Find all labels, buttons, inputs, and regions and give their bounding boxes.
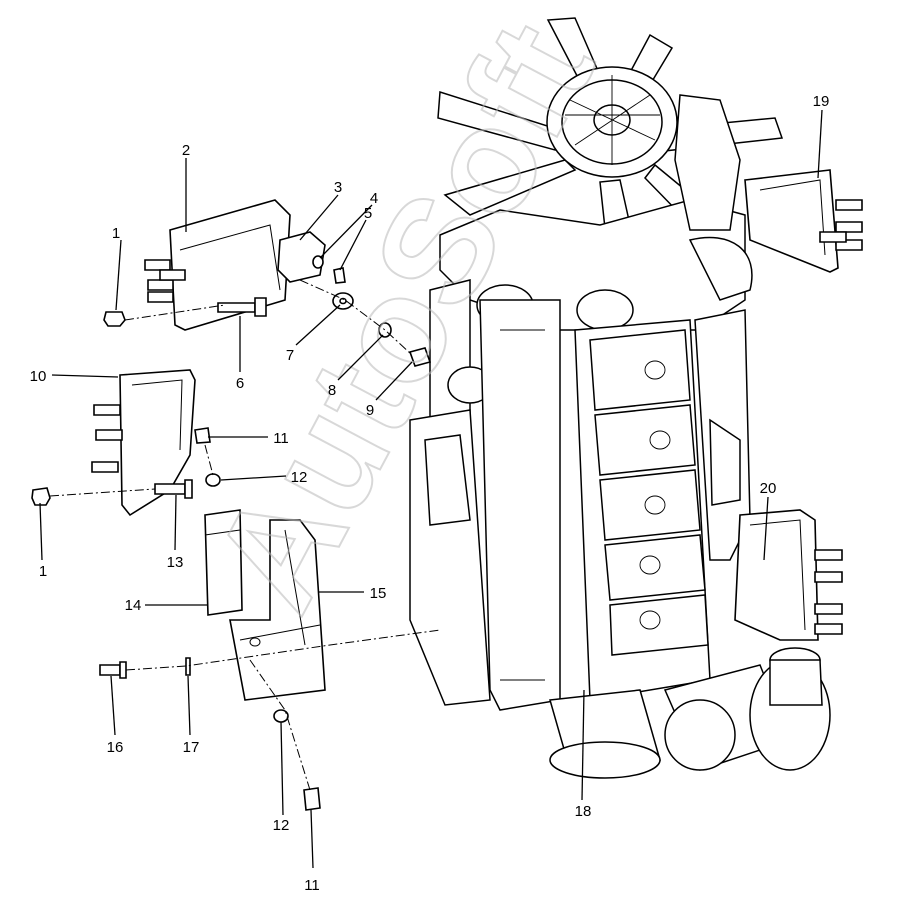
callout-2: 2 [182,142,190,159]
bolt-13 [154,483,186,495]
callout-15: 15 [370,585,387,602]
callout-9: 9 [366,402,374,419]
bolt-11a [194,427,211,444]
bolt-6 [217,302,256,313]
callout-16: 16 [107,739,124,756]
callout-6: 6 [236,375,244,392]
callout-13: 13 [167,554,184,571]
bracket-10 [119,369,196,517]
bracket-19 [744,169,863,273]
callout-18: 18 [575,803,592,820]
callout-20: 20 [760,480,777,497]
engine-assembly [409,17,831,779]
leader-lines [39,109,823,869]
lower-mount-group [31,369,441,811]
bracket-20 [734,509,843,641]
callout-1: 1 [112,225,120,242]
washer-17 [185,657,191,676]
nut-1b [31,487,51,506]
callout-10: 10 [30,368,47,385]
nut-8 [378,322,392,338]
callout-17: 17 [183,739,200,756]
cylinder-heads [574,319,711,701]
bolt-11b [303,787,321,811]
callout-11: 11 [273,430,289,447]
callout-19: 19 [813,93,830,110]
bolt-9 [408,347,432,367]
nut-1a [103,311,126,327]
bracket-15 [229,519,326,701]
bolt-16 [99,664,121,676]
callout-14: 14 [125,597,142,614]
callout-7: 7 [286,347,294,364]
callout-8: 8 [328,382,336,399]
callout-labels: 1 1 2 3 4 5 6 7 8 9 10 11 11 12 12 13 14… [30,93,830,894]
callout-12: 12 [273,817,290,834]
nut-4 [312,255,324,269]
callout-3: 3 [334,179,342,196]
callout-11: 11 [304,877,320,894]
rubber-block-3 [277,231,326,283]
callout-12: 12 [291,469,308,486]
callout-5: 5 [364,205,372,222]
callout-4: 4 [370,190,378,207]
callout-1: 1 [39,563,47,580]
spacer-14 [204,509,243,616]
upper-mount-group [103,199,432,367]
